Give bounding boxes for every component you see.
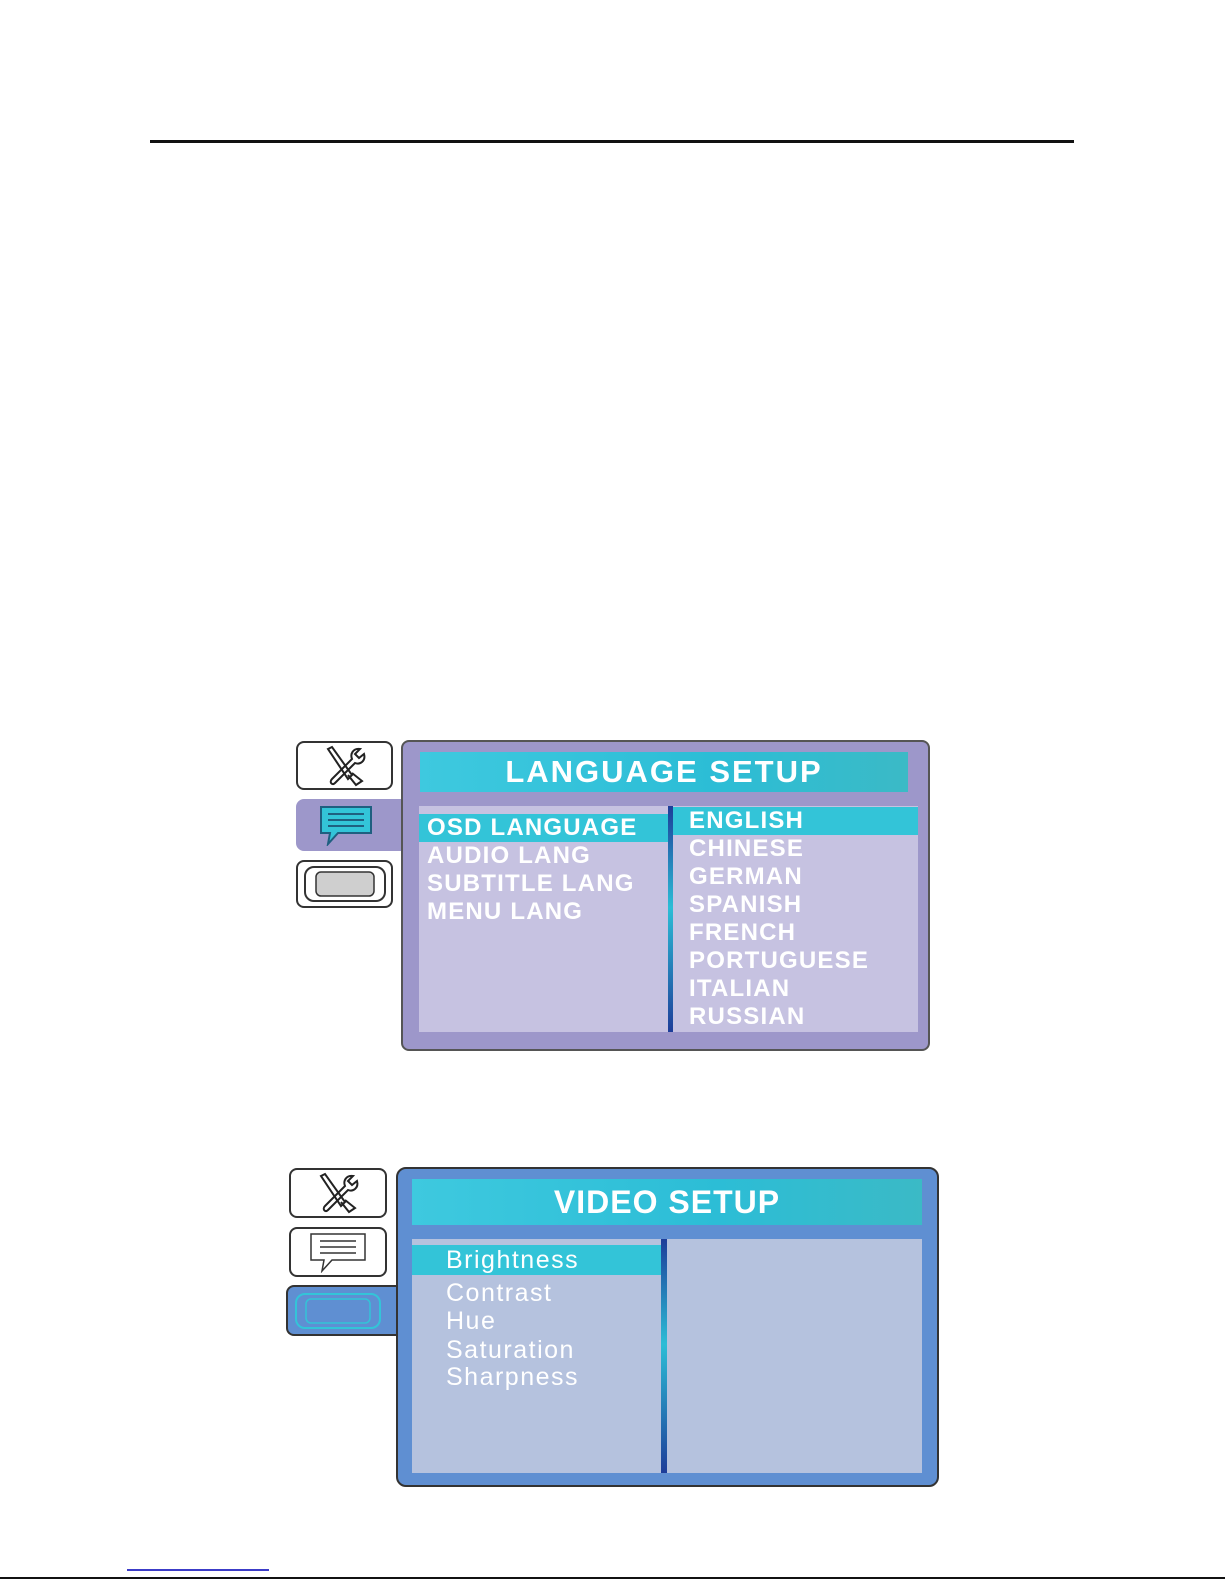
bottom-rule — [0, 1577, 1225, 1579]
footer-link-underline — [127, 1569, 269, 1571]
video-tab[interactable] — [286, 1285, 398, 1336]
menu-item-audio-lang[interactable]: AUDIO LANG — [419, 842, 668, 870]
panel-title: VIDEO SETUP — [412, 1179, 922, 1225]
option-french[interactable]: FRENCH — [673, 919, 918, 947]
option-chinese[interactable]: CHINESE — [673, 835, 918, 863]
speech-bubble-icon — [318, 804, 374, 846]
language-tab[interactable] — [289, 1227, 387, 1277]
menu-item-osd-language[interactable]: OSD LANGUAGE — [419, 814, 668, 842]
language-options-list: ENGLISH CHINESE GERMAN SPANISH FRENCH PO… — [673, 806, 918, 1032]
option-spanish[interactable]: SPANISH — [673, 891, 918, 919]
video-menu-list: Brightness Contrast Hue Saturation Sharp… — [412, 1239, 661, 1473]
screen-icon — [302, 864, 388, 904]
tools-icon — [322, 745, 368, 787]
language-tab[interactable] — [296, 799, 404, 851]
option-russian[interactable]: RUSSIAN — [673, 1003, 918, 1031]
tools-icon — [315, 1172, 361, 1214]
menu-item-saturation[interactable]: Saturation — [412, 1335, 661, 1365]
video-setup-tab[interactable] — [296, 860, 393, 908]
speech-bubble-icon — [308, 1231, 368, 1273]
general-setup-tab[interactable] — [289, 1168, 387, 1218]
menu-item-subtitle-lang[interactable]: SUBTITLE LANG — [419, 870, 668, 898]
option-german[interactable]: GERMAN — [673, 863, 918, 891]
menu-item-brightness[interactable]: Brightness — [412, 1245, 661, 1275]
menu-item-hue[interactable]: Hue — [412, 1306, 661, 1336]
option-italian[interactable]: ITALIAN — [673, 975, 918, 1003]
language-setup-panel: LANGUAGE SETUP OSD LANGUAGE AUDIO LANG S… — [401, 740, 930, 1051]
top-rule — [150, 140, 1074, 143]
video-options-area — [667, 1239, 922, 1473]
language-menu-list: OSD LANGUAGE AUDIO LANG SUBTITLE LANG ME… — [419, 806, 668, 1032]
panel-title: LANGUAGE SETUP — [420, 752, 908, 792]
screen-icon — [293, 1291, 383, 1331]
menu-item-contrast[interactable]: Contrast — [412, 1278, 661, 1308]
menu-item-sharpness[interactable]: Sharpness — [412, 1362, 661, 1392]
general-setup-tab[interactable] — [296, 741, 393, 790]
video-setup-panel: VIDEO SETUP Brightness Contrast Hue Satu… — [396, 1167, 939, 1487]
option-portuguese[interactable]: PORTUGUESE — [673, 947, 918, 975]
option-english[interactable]: ENGLISH — [673, 807, 918, 835]
menu-item-menu-lang[interactable]: MENU LANG — [419, 898, 668, 926]
